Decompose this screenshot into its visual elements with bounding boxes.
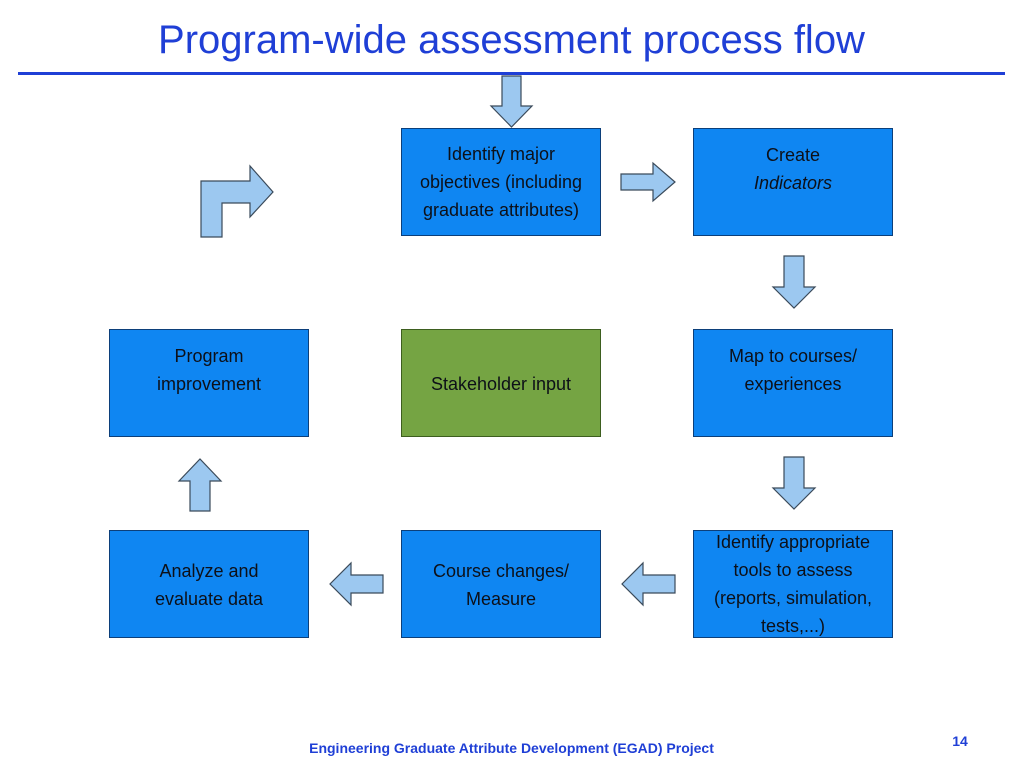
arrow-left-icon — [621, 561, 676, 607]
box-stakeholder-input: Stakeholder input — [401, 329, 601, 437]
bent-arrow-icon — [200, 164, 274, 238]
box-text-line: evaluate data — [154, 589, 264, 609]
box-text-line-italic: Indicators — [753, 173, 833, 193]
box-identify-tools: Identify appropriate tools to assess (re… — [693, 530, 893, 638]
box-text-line: graduate attributes) — [422, 200, 580, 220]
box-text-line: experiences — [744, 374, 842, 394]
box-text-line: objectives (including — [419, 172, 583, 192]
slide-footer: Engineering Graduate Attribute Developme… — [309, 740, 714, 756]
box-text-line: (reports, simulation, — [713, 588, 873, 608]
box-text-line: Identify appropriate — [715, 532, 871, 552]
box-text-line: tests,...) — [760, 616, 825, 636]
box-program-improvement: Program improvement — [109, 329, 309, 437]
box-text-line: Course changes/ — [432, 561, 570, 581]
arrow-down-icon — [771, 255, 817, 309]
slide-title: Program-wide assessment process flow — [158, 18, 865, 62]
box-analyze-data: Analyze and evaluate data — [109, 530, 309, 638]
box-course-changes: Course changes/ Measure — [401, 530, 601, 638]
box-text-line: Create — [765, 145, 820, 165]
box-identify-objectives: Identify major objectives (including gra… — [401, 128, 601, 236]
box-map-courses: Map to courses/ experiences — [693, 329, 893, 437]
box-text-line: Stakeholder input — [430, 374, 572, 394]
box-create-indicators: Create Indicators — [693, 128, 893, 236]
arrow-down-icon — [489, 75, 534, 128]
box-text-line: Map to courses/ — [728, 346, 858, 366]
arrow-left-icon — [329, 561, 384, 607]
box-text-line: Measure — [465, 589, 537, 609]
page-number: 14 — [952, 733, 968, 749]
box-text-line: tools to assess — [733, 560, 853, 580]
box-text-line: Analyze and — [159, 561, 259, 581]
box-text-line: Program — [174, 346, 244, 366]
box-text-line: improvement — [156, 374, 262, 394]
box-text-line: Identify major — [446, 144, 556, 164]
title-underline — [18, 72, 1005, 75]
arrow-down-icon — [771, 456, 817, 510]
arrow-right-icon — [620, 161, 676, 203]
arrow-up-icon — [177, 458, 223, 512]
